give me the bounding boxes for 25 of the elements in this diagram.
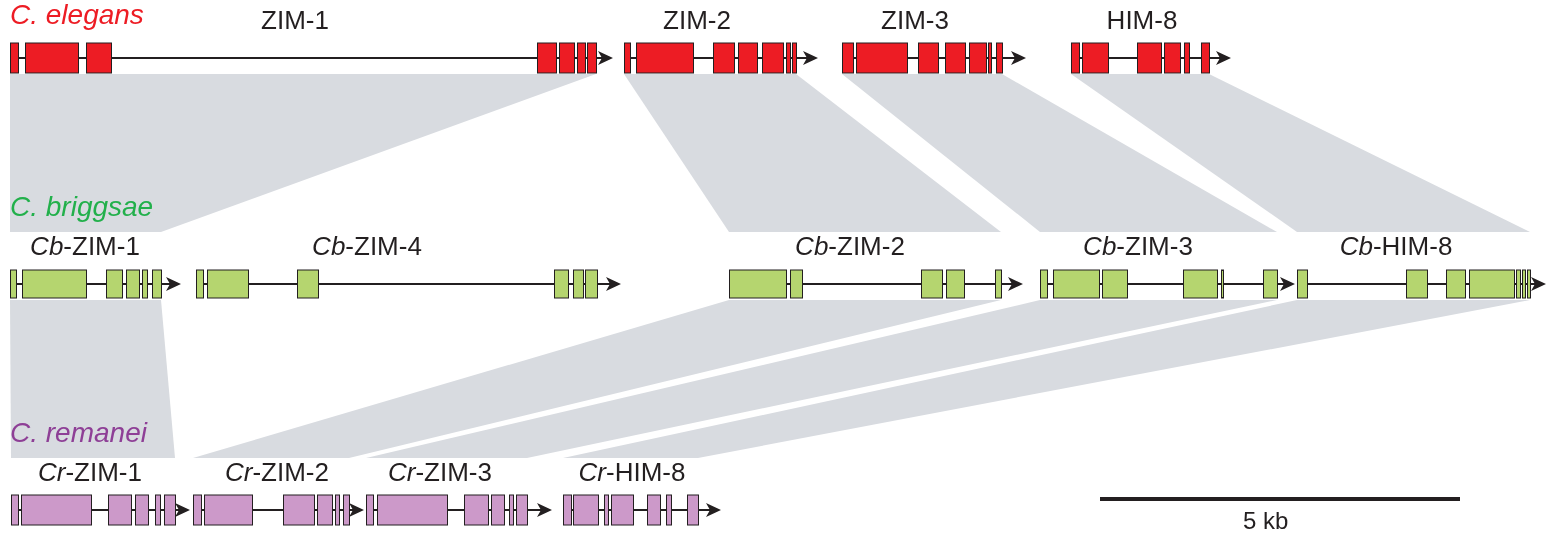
gene-name: ZIM-1 (261, 6, 329, 34)
gene-name: ZIM-3 (881, 6, 949, 34)
gene-name: Cr-ZIM-3 (388, 458, 492, 486)
gene-name: Cr-HIM-8 (578, 458, 686, 486)
synteny-band (366, 300, 1277, 458)
synteny-band (10, 300, 175, 458)
species-name: C. elegans (10, 0, 144, 30)
synteny-band (1071, 74, 1530, 232)
gene-name: Cb-HIM-8 (1339, 232, 1453, 260)
gene-name: Cb-ZIM-1 (30, 232, 140, 260)
synteny-band (10, 74, 596, 232)
gene-name: Cr-ZIM-2 (225, 458, 329, 486)
synteny-band (842, 74, 1277, 232)
gene-name: ZIM-2 (663, 6, 731, 34)
gene-name: HIM-8 (1106, 6, 1178, 34)
gene-name: Cb-ZIM-4 (312, 232, 422, 260)
gene-name: Cb-ZIM-2 (795, 232, 905, 260)
scale-label: 5 kb (1243, 508, 1289, 534)
synteny-band (624, 74, 1001, 232)
gene-name: Cr-ZIM-1 (38, 458, 142, 486)
synteny-band (563, 300, 1530, 458)
species-name: C. remanei (10, 418, 147, 448)
gene-name: Cb-ZIM-3 (1083, 232, 1193, 260)
synteny-band (193, 300, 1001, 458)
species-name: C. briggsae (10, 192, 154, 222)
